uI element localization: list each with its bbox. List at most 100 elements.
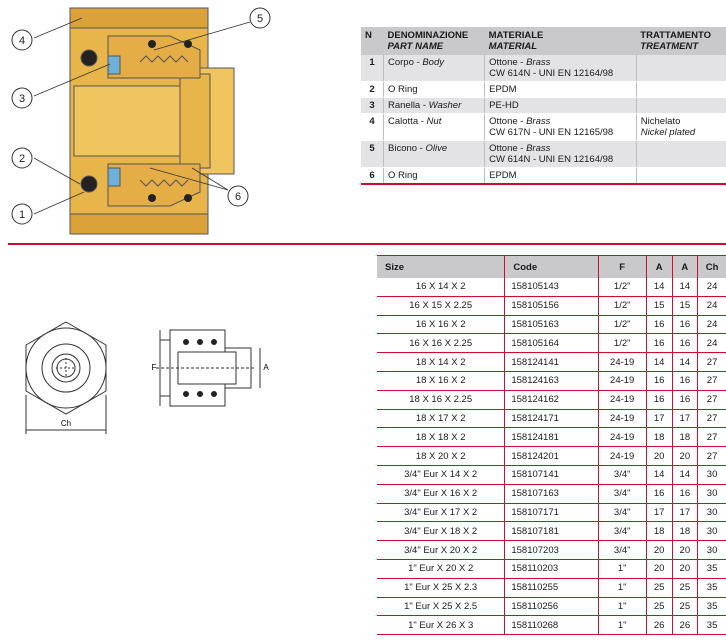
cell-f: 1/2" bbox=[597, 315, 647, 335]
cell-f: 3/4" bbox=[597, 465, 647, 485]
cell-ch: 35 bbox=[697, 597, 726, 617]
dim-label-f: F bbox=[152, 363, 157, 372]
cell-f: 1" bbox=[597, 559, 647, 579]
cell-f: 24-19 bbox=[597, 371, 647, 391]
cell-ch: 27 bbox=[697, 409, 726, 429]
col-a2: A bbox=[671, 255, 698, 278]
cell-code: 158107163 bbox=[504, 484, 599, 504]
cell-code: 158124201 bbox=[504, 446, 599, 466]
part-name: Bicono - Olive bbox=[382, 140, 485, 168]
cell-size: 3/4" Eur X 14 X 2 bbox=[377, 465, 505, 485]
svg-text:4: 4 bbox=[19, 35, 25, 47]
cell-a: 14 bbox=[645, 465, 673, 485]
cell-a: 14 bbox=[645, 278, 673, 297]
cell-size: 1" Eur X 25 X 2.5 bbox=[377, 597, 505, 617]
cell-size: 16 X 16 X 2.25 bbox=[377, 333, 505, 354]
cell-f: 1/2" bbox=[597, 278, 647, 297]
cell-f: 1" bbox=[597, 597, 647, 617]
cell-f: 3/4" bbox=[597, 484, 647, 504]
fitting-cutaway-drawing: 4 3 2 1 5 6 bbox=[11, 7, 271, 235]
cell-ch: 30 bbox=[697, 484, 726, 504]
cell-a: 16 bbox=[645, 333, 673, 354]
cell-code: 158107141 bbox=[504, 465, 599, 485]
cell-a: 25 bbox=[645, 597, 673, 617]
cell-a: 20 bbox=[645, 446, 673, 466]
cell-a: 17 bbox=[645, 503, 673, 523]
part-number: 3 bbox=[361, 97, 384, 114]
side-view-section bbox=[156, 329, 261, 407]
cell-ch: 27 bbox=[697, 446, 726, 466]
cell-a2: 25 bbox=[671, 578, 698, 598]
part-material: EPDM bbox=[484, 81, 637, 98]
cell-ch: 35 bbox=[697, 578, 726, 598]
part-treatment bbox=[635, 55, 726, 82]
cell-size: 16 X 15 X 2.25 bbox=[377, 296, 505, 316]
callout-6: 6 bbox=[227, 185, 249, 207]
cell-f: 3/4" bbox=[597, 521, 647, 542]
cell-ch: 27 bbox=[697, 371, 726, 391]
cell-a2: 16 bbox=[671, 333, 698, 354]
col-f: F bbox=[597, 255, 647, 278]
cell-code: 158124141 bbox=[504, 352, 599, 372]
cell-f: 3/4" bbox=[597, 540, 647, 560]
part-name: O Ring bbox=[382, 167, 485, 185]
callout-2: 2 bbox=[11, 147, 33, 169]
col-code: Code bbox=[504, 255, 599, 278]
dim-label-ch: Ch bbox=[61, 419, 71, 428]
cell-code: 158124171 bbox=[504, 409, 599, 429]
cell-f: 24-19 bbox=[597, 409, 647, 429]
cell-size: 18 X 14 X 2 bbox=[377, 352, 505, 372]
cell-code: 158107181 bbox=[504, 521, 599, 542]
cell-code: 158124162 bbox=[504, 390, 599, 410]
part-material: EPDM bbox=[484, 167, 637, 185]
cell-ch: 24 bbox=[697, 333, 726, 354]
callout-1: 1 bbox=[11, 203, 33, 225]
cell-size: 18 X 18 X 2 bbox=[377, 427, 505, 448]
cell-a: 20 bbox=[645, 540, 673, 560]
callout-3: 3 bbox=[11, 87, 33, 109]
col-a: A bbox=[645, 255, 673, 278]
cell-ch: 24 bbox=[697, 296, 726, 316]
part-number: 4 bbox=[361, 113, 384, 141]
cell-code: 158105143 bbox=[504, 278, 599, 297]
dimension-drawings: Ch F A bbox=[25, 321, 269, 434]
part-treatment bbox=[635, 167, 726, 185]
cell-code: 158105164 bbox=[504, 333, 599, 354]
cell-a: 26 bbox=[645, 615, 673, 636]
cell-ch: 30 bbox=[697, 503, 726, 523]
part-name: O Ring bbox=[382, 81, 485, 98]
cell-a: 18 bbox=[645, 521, 673, 542]
cell-a2: 18 bbox=[671, 427, 698, 448]
cell-a2: 17 bbox=[671, 409, 698, 429]
cell-a: 16 bbox=[645, 371, 673, 391]
cell-ch: 35 bbox=[697, 615, 726, 636]
cell-a: 16 bbox=[645, 390, 673, 410]
svg-text:1: 1 bbox=[19, 209, 25, 221]
dim-label-a: A bbox=[263, 363, 269, 372]
front-view-hexagon bbox=[25, 321, 107, 434]
cell-a2: 16 bbox=[671, 390, 698, 410]
cell-size: 16 X 14 X 2 bbox=[377, 278, 505, 297]
callout-5: 5 bbox=[249, 7, 271, 29]
cell-f: 1/2" bbox=[597, 333, 647, 354]
cell-code: 158107203 bbox=[504, 540, 599, 560]
cell-ch: 27 bbox=[697, 427, 726, 448]
